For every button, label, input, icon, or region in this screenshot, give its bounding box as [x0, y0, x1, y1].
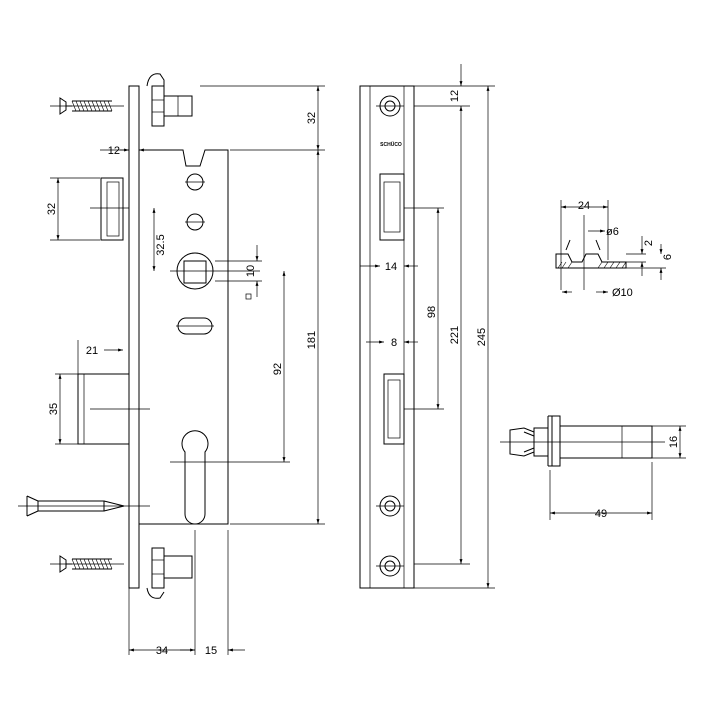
- dim-label: 92: [272, 363, 284, 375]
- dim-label: 10: [245, 265, 257, 277]
- dim-label: 8: [391, 337, 397, 349]
- top-screw: [50, 97, 124, 115]
- faceplate-side: [359, 85, 415, 589]
- dim-label: 21: [86, 345, 98, 357]
- brand-mark: SCHÜCO: [380, 141, 402, 148]
- fixing-screw: [18, 495, 150, 517]
- dim-label: 14: [385, 261, 397, 273]
- countersink-detail: [555, 200, 666, 294]
- side-dimension-labels: 12 14 98 8 221 245: [385, 90, 488, 349]
- dim-label: 6: [662, 254, 674, 260]
- dim-label: 245: [476, 328, 488, 346]
- dim-label: 32: [306, 112, 318, 124]
- dim-label: 15: [205, 645, 217, 657]
- bolt-opening: [383, 373, 405, 445]
- dim-label: 12: [449, 90, 461, 102]
- dim-label: 2: [643, 240, 655, 246]
- bolt-bush-detail: [500, 415, 686, 520]
- dim-label: 35: [48, 403, 60, 415]
- cylinder-cutout: [181, 430, 209, 525]
- detail-dimension-labels: 24 ø6 2 6 Ø10: [578, 200, 674, 299]
- dim-label: ø6: [606, 226, 619, 238]
- dim-label: 98: [426, 306, 438, 318]
- latch: [90, 177, 129, 241]
- bottom-ferrule: [146, 547, 193, 599]
- dim-label: 32.5: [155, 234, 167, 255]
- dim-label: 24: [578, 200, 590, 212]
- side-view: SCHÜCO: [359, 64, 495, 589]
- bolt-dimension-labels: 16 49: [595, 436, 680, 520]
- slot: [176, 317, 214, 335]
- dim-label: 16: [668, 436, 680, 448]
- follower: [170, 252, 260, 290]
- screw-hole: [376, 495, 404, 517]
- top-ferrule: [146, 73, 193, 127]
- dim-label: 221: [449, 326, 461, 344]
- dim-label: Ø10: [612, 287, 633, 299]
- faceplate: [128, 85, 140, 589]
- dim-label: 12: [108, 145, 120, 157]
- bottom-screw: [50, 555, 124, 573]
- deadbolt: [77, 373, 150, 445]
- latch-opening: [379, 173, 405, 241]
- front-view: [18, 73, 325, 655]
- lock-case: [139, 149, 229, 525]
- screw-hole: [376, 555, 404, 577]
- dim-label: 181: [306, 331, 318, 349]
- dim-label: 34: [156, 645, 168, 657]
- front-dimension-labels: 32 12 32 32.5 10 92 181 21 35 34 15: [46, 112, 318, 657]
- dim-label: 32: [46, 203, 58, 215]
- screw-hole: [376, 95, 404, 117]
- dim-label: 49: [595, 508, 607, 520]
